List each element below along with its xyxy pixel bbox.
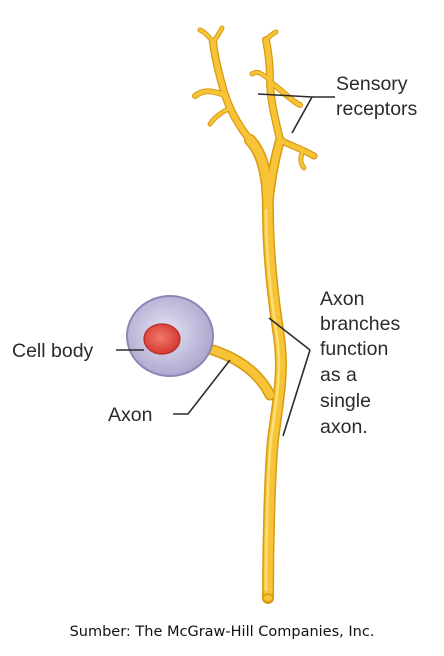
axon-branches-line-5: single xyxy=(320,390,371,412)
label-axon-branches: Axon branches function as a single axon. xyxy=(320,288,400,438)
axon-branches-line-2: branches xyxy=(320,313,400,335)
axon-branches-line-4: as a xyxy=(320,364,357,386)
axon-branches-line-3: function xyxy=(320,338,388,360)
label-sensory-receptors: Sensory receptors xyxy=(336,73,418,120)
label-cell-body: Cell body xyxy=(12,340,94,362)
sensory-receptors-line-1: Sensory xyxy=(336,73,408,95)
sensory-receptors-line-2: receptors xyxy=(336,98,418,120)
leader-lines xyxy=(116,93,335,437)
neuron-shape xyxy=(189,25,318,604)
axon-branches-line-1: Axon xyxy=(320,288,364,310)
cell-body-shape xyxy=(126,295,214,377)
source-caption: Sumber: The McGraw-Hill Companies, Inc. xyxy=(69,624,375,640)
label-axon: Axon xyxy=(108,404,152,426)
axon-branches-line-6: axon. xyxy=(320,416,368,438)
